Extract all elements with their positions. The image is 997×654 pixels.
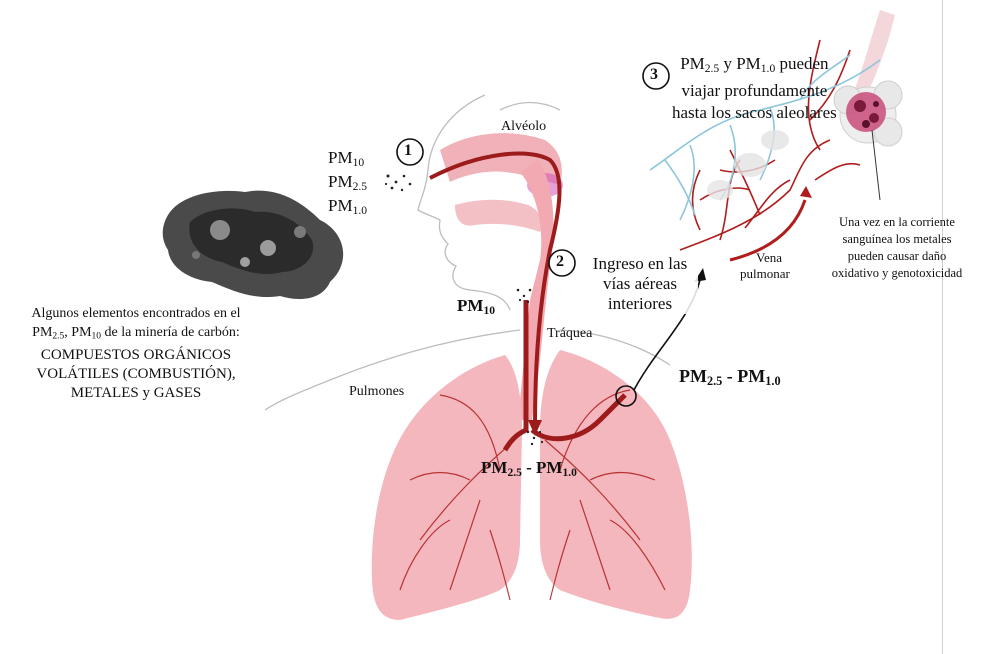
pulmones-label: Pulmones: [349, 384, 404, 400]
coal-particle-image: [163, 191, 343, 299]
lung-pm-label: PM2.5 - PM1.0: [679, 366, 781, 389]
vena-label: Vena: [756, 250, 782, 266]
trachea-pm-label: PM10: [457, 296, 495, 317]
pulmonar-label: pulmonar: [740, 266, 790, 282]
pm10-label: PM10: [328, 148, 364, 169]
bloodstream-text: Una vez en la corriente sanguínea los me…: [828, 214, 966, 282]
step-number-3: 3: [650, 66, 658, 84]
step2-text: Ingreso en las vías aéreas interiores: [582, 254, 698, 314]
bronchi-pm-label: PM2.5 - PM1.0: [481, 458, 577, 479]
pm25-label: PM2.5: [328, 172, 367, 193]
step-number-1: 1: [404, 142, 412, 160]
right-divider: [942, 0, 943, 654]
coal-elements-text: Algunos elementos encontrados en el PM2.…: [10, 304, 262, 403]
alveolo-label: Alvéolo: [501, 119, 546, 135]
step3-text: PM2.5 y PM1.0 pueden viajar profundament…: [672, 53, 837, 124]
traquea-label: Tráquea: [547, 326, 592, 342]
pm10-fine-label: PM1.0: [328, 196, 367, 217]
step-number-2: 2: [556, 253, 564, 271]
